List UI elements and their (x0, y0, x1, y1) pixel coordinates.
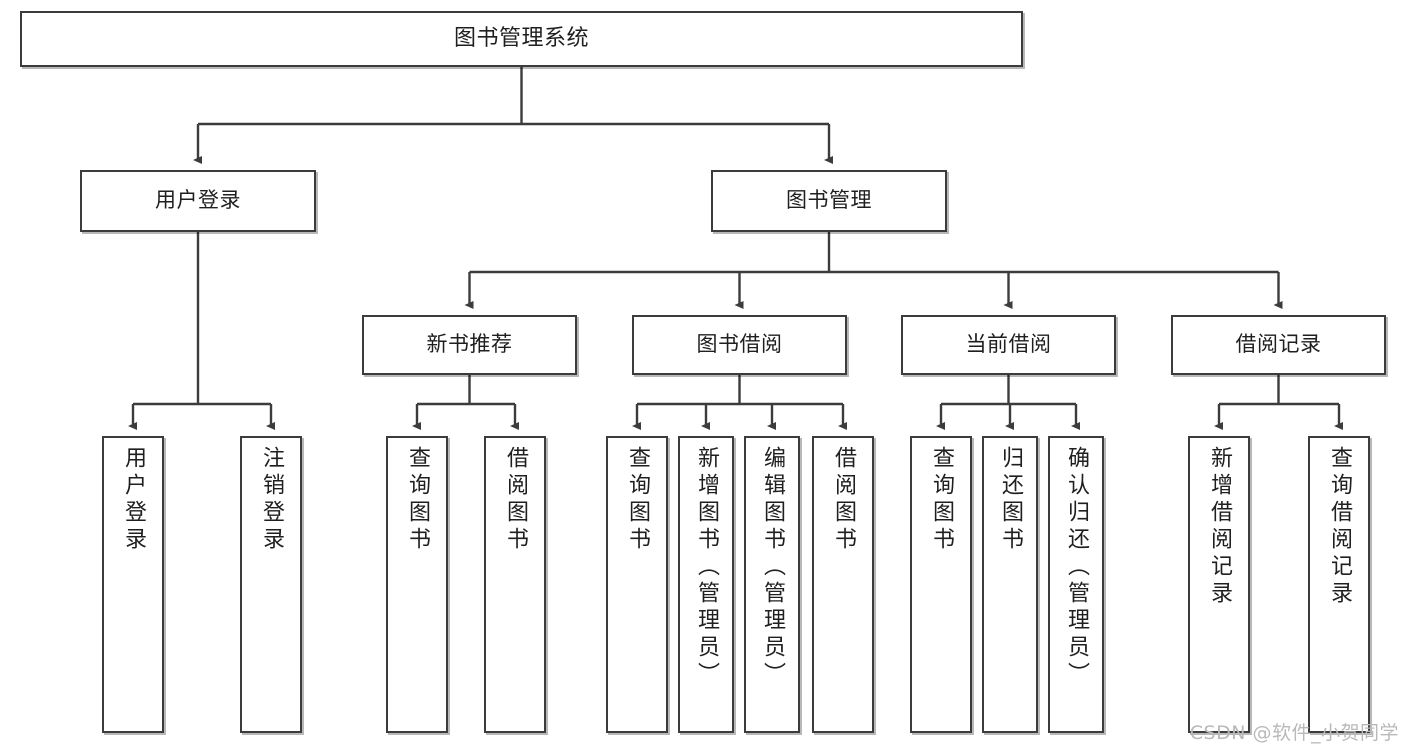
node-leaf-borrow-book-1-label: 借阅图书 (503, 446, 528, 554)
node-root[interactable]: 图书管理系统 (20, 11, 1023, 67)
node-leaf-query-borrow-record-label: 查询借阅记录 (1327, 446, 1352, 608)
node-user-login[interactable]: 用户登录 (80, 170, 316, 232)
node-new-book-recommend[interactable]: 新书推荐 (362, 315, 577, 375)
node-leaf-query-book-2-label: 查询图书 (625, 446, 650, 554)
node-user-login-label: 用户登录 (155, 188, 241, 213)
node-leaf-query-book-3[interactable]: 查询图书 (910, 436, 972, 733)
node-leaf-add-borrow-record[interactable]: 新增借阅记录 (1188, 436, 1250, 733)
node-borrow-record[interactable]: 借阅记录 (1171, 315, 1386, 375)
node-leaf-query-borrow-record[interactable]: 查询借阅记录 (1308, 436, 1370, 733)
node-leaf-query-book-2[interactable]: 查询图书 (606, 436, 668, 733)
node-leaf-add-borrow-record-label: 新增借阅记录 (1207, 446, 1232, 608)
node-leaf-logout-login-label: 注销登录 (259, 446, 284, 554)
node-leaf-query-book-1[interactable]: 查询图书 (386, 436, 448, 733)
node-leaf-edit-book-admin[interactable]: 编辑图书（管理员） (744, 436, 800, 733)
node-root-label: 图书管理系统 (453, 25, 589, 51)
node-leaf-borrow-book-2-label: 借阅图书 (831, 446, 856, 554)
node-book-borrow[interactable]: 图书借阅 (632, 315, 847, 375)
node-leaf-confirm-return-admin[interactable]: 确认归还（管理员） (1048, 436, 1104, 733)
node-leaf-query-book-3-label: 查询图书 (929, 446, 954, 554)
node-leaf-user-login-label: 用户登录 (121, 446, 146, 554)
node-book-borrow-label: 图书借阅 (696, 332, 783, 357)
node-leaf-query-book-1-label: 查询图书 (405, 446, 430, 554)
node-book-management[interactable]: 图书管理 (711, 170, 947, 232)
node-new-book-recommend-label: 新书推荐 (426, 332, 513, 357)
node-leaf-confirm-return-admin-label: 确认归还（管理员） (1064, 446, 1089, 689)
node-leaf-return-book-label: 归还图书 (998, 446, 1023, 554)
node-book-management-label: 图书管理 (786, 188, 872, 213)
node-leaf-add-book-admin[interactable]: 新增图书（管理员） (678, 436, 734, 733)
node-leaf-logout-login[interactable]: 注销登录 (240, 436, 302, 733)
node-current-borrow[interactable]: 当前借阅 (901, 315, 1116, 375)
node-leaf-borrow-book-1[interactable]: 借阅图书 (484, 436, 546, 733)
node-leaf-user-login[interactable]: 用户登录 (102, 436, 164, 733)
node-leaf-add-book-admin-label: 新增图书（管理员） (694, 446, 719, 689)
node-leaf-edit-book-admin-label: 编辑图书（管理员） (760, 446, 785, 689)
node-leaf-borrow-book-2[interactable]: 借阅图书 (812, 436, 874, 733)
node-current-borrow-label: 当前借阅 (965, 332, 1052, 357)
node-borrow-record-label: 借阅记录 (1235, 332, 1322, 357)
node-leaf-return-book[interactable]: 归还图书 (982, 436, 1038, 733)
